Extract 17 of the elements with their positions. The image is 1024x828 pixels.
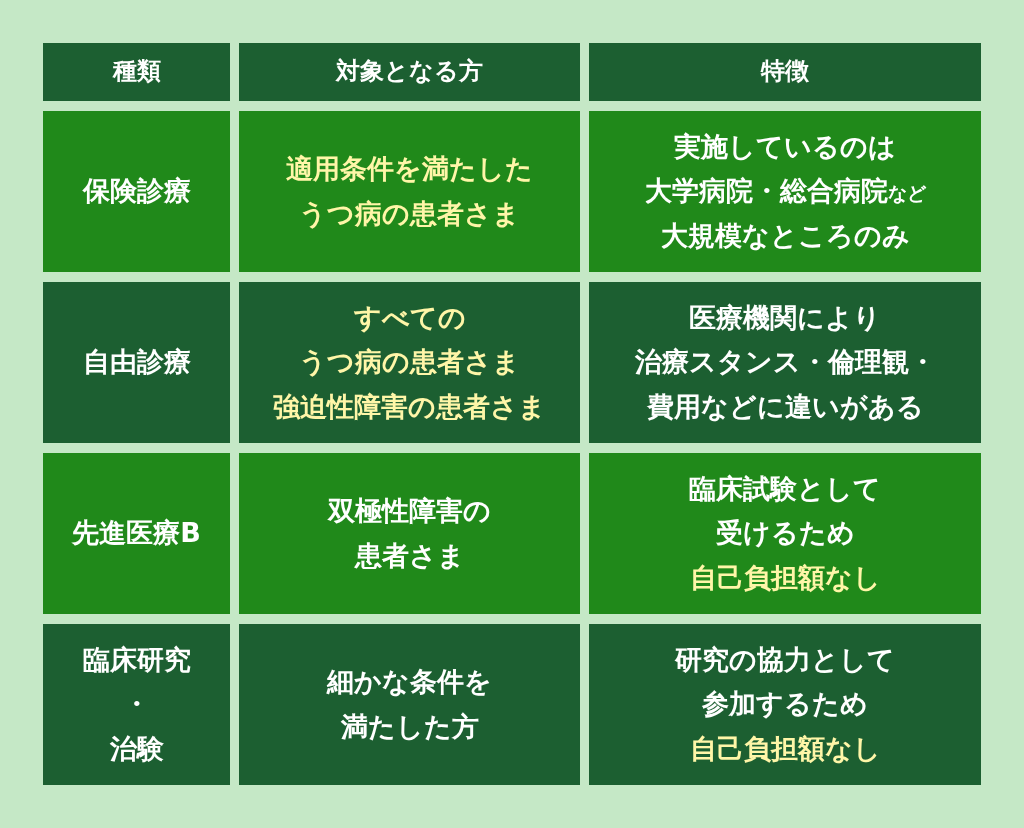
cell-text: 自由診療: [82, 345, 191, 380]
cell-text: 自己負担額なし: [689, 731, 881, 766]
cell-text: すべてのうつ病の患者さま強迫性障害の患者さま: [273, 300, 546, 424]
cell-text: 研究の協力として参加するため: [675, 642, 895, 722]
cell-text: 臨床研究・治験: [82, 642, 191, 766]
cell-text: 先進医療B: [72, 516, 201, 551]
cell-text: 医療機関により治療スタンス・倫理観・費用などに違いがある: [634, 300, 936, 424]
cell-text: 自己負担額なし: [689, 560, 881, 595]
cell-text: 双極性障害の患者さま: [328, 493, 491, 573]
cell-text: 適用条件を満たしたうつ病の患者さま: [286, 151, 533, 231]
column-header: 特徴: [761, 56, 809, 88]
cell-text: 保険診療: [82, 174, 191, 209]
cell-text: 実施しているのは大学病院・総合病院など大規模なところのみ: [644, 129, 926, 253]
column-header: 対象となる方: [336, 56, 483, 88]
cell-text: 細かな条件を満たした方: [327, 664, 492, 744]
cell-text: 臨床試験として受けるため: [689, 471, 881, 551]
column-header: 種類: [112, 56, 161, 88]
